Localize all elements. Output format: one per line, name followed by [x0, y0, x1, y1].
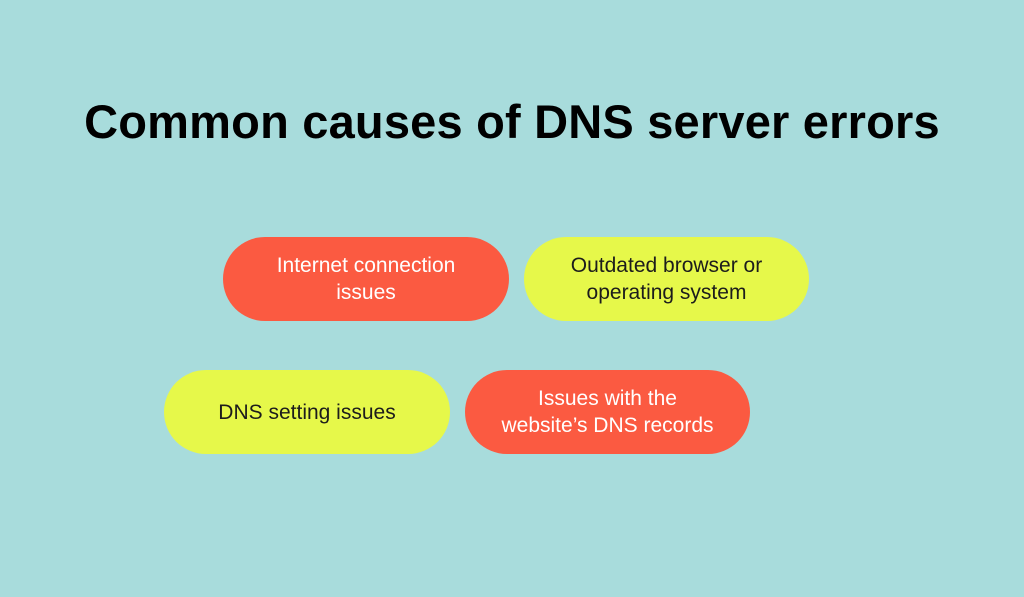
cause-dns-records: Issues with the website’s DNS records — [465, 370, 750, 454]
cause-internet-connection: Internet connection issues — [223, 237, 509, 321]
cause-outdated-browser: Outdated browser or operating system — [524, 237, 809, 321]
cause-dns-setting: DNS setting issues — [164, 370, 450, 454]
page-title: Common causes of DNS server errors — [84, 95, 940, 148]
